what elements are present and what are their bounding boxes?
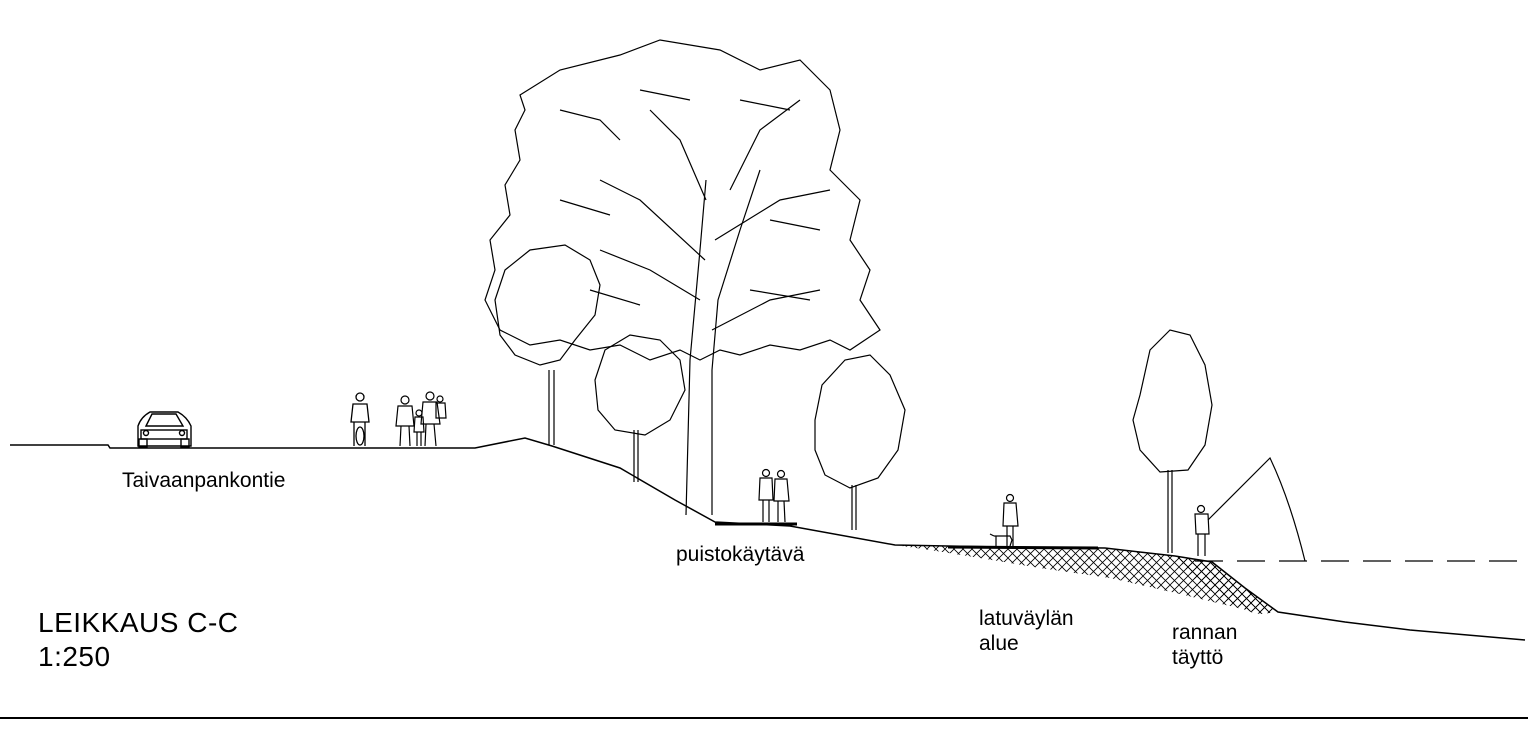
shore-fill-label: rannan täyttö	[1172, 620, 1237, 670]
small-tree-slope-icon	[594, 334, 686, 482]
shore-fill-label-line1: rannan	[1172, 621, 1238, 644]
bottom-border-line	[0, 717, 1528, 719]
tree-by-path-icon	[814, 354, 906, 530]
cyclist-icon	[350, 392, 370, 446]
section-title: LEIKKAUS C-C	[38, 607, 239, 638]
ski-track-surface	[947, 545, 1099, 550]
ski-track-label: latuväylän alue	[979, 606, 1074, 656]
pedestrians-group-icon	[395, 391, 447, 447]
couple-on-path-icon	[758, 468, 790, 523]
shore-fill-label-line2: täyttö	[1172, 646, 1224, 670]
ski-track-label-line1: latuväylän	[979, 607, 1074, 630]
shore-fill-hatch	[1175, 556, 1278, 614]
road-label: Taivaanpankontie	[122, 469, 286, 492]
small-tree-left-icon	[494, 244, 601, 445]
fisherman-icon	[1194, 456, 1306, 562]
ski-track-label-line2: alue	[979, 632, 1019, 656]
section-title-block: LEIKKAUS C-C 1:250	[38, 606, 239, 673]
section-scale: 1:250	[38, 640, 111, 672]
large-tree-icon	[484, 39, 881, 516]
shore-tree-icon	[1132, 329, 1213, 553]
park-path-label: puistokäytävä	[676, 543, 805, 566]
person-with-dog-icon	[989, 493, 1019, 547]
car-icon	[137, 411, 192, 448]
